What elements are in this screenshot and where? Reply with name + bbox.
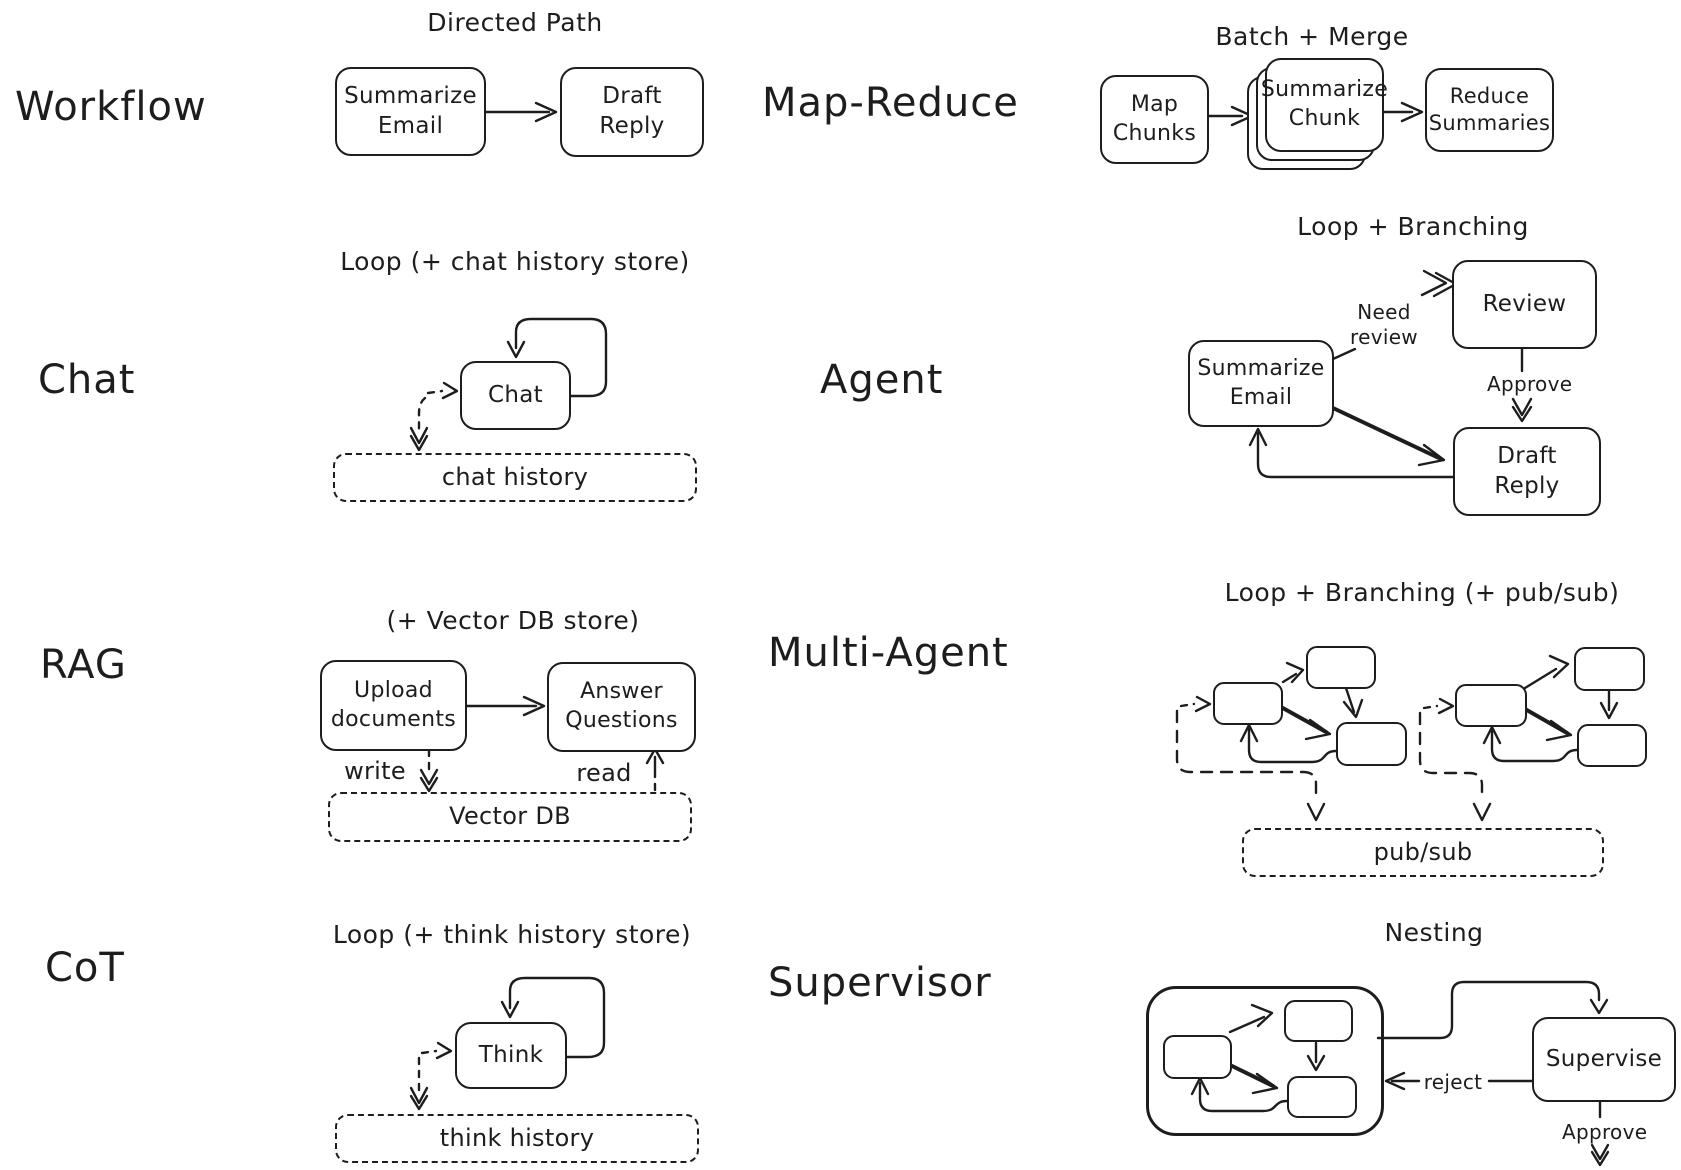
section-label-rag: RAG <box>40 642 127 688</box>
node-answer-questions: Answer Questions <box>547 662 696 752</box>
store-vector-db: Vector DB <box>328 792 692 842</box>
edge-label-write: write <box>344 757 406 785</box>
node-agent-review: Review <box>1452 260 1597 349</box>
store-chat-history: chat history <box>333 453 697 502</box>
node-summarize-chunk: Summarize Chunk <box>1261 58 1388 152</box>
section-label-chat: Chat <box>38 357 136 403</box>
node-agent-draft-reply: Draft Reply <box>1453 427 1601 516</box>
map-reduce-arrows <box>1206 101 1424 127</box>
section-title-rag: (+ Vector DB store) <box>386 606 640 635</box>
node-upload-documents: Upload documents <box>320 660 467 751</box>
supervisor-inner-node-top <box>1284 1000 1353 1042</box>
store-pub-sub: pub/sub <box>1242 828 1604 877</box>
cot-loop-arrow <box>500 976 606 1059</box>
supervisor-inner-node-left <box>1163 1035 1232 1079</box>
node-reduce-summaries: Reduce Summaries <box>1425 68 1554 152</box>
section-label-multi-agent: Multi-Agent <box>768 630 1009 676</box>
chat-store-arrow <box>409 381 459 452</box>
section-title-agent: Loop + Branching <box>1297 212 1529 241</box>
section-title-workflow: Directed Path <box>427 8 603 37</box>
section-title-supervisor: Nesting <box>1384 918 1484 947</box>
node-agent-summarize-email: Summarize Email <box>1188 340 1334 427</box>
rag-arrows <box>419 695 665 793</box>
multi-agent-a-node-bottom <box>1336 722 1407 766</box>
node-draft-reply: Draft Reply <box>560 67 704 157</box>
multi-agent-a-node-top <box>1306 646 1376 689</box>
edge-label-read: read <box>576 759 632 787</box>
section-label-map-reduce: Map-Reduce <box>762 80 1019 126</box>
multi-agent-b-node-top <box>1574 647 1645 691</box>
chat-loop-arrow <box>506 317 608 398</box>
section-title-map-reduce: Batch + Merge <box>1215 22 1409 51</box>
multi-agent-b-node-left <box>1455 684 1527 727</box>
section-title-cot: Loop (+ think history store) <box>332 920 692 949</box>
multi-agent-cluster-a-arrows <box>1175 661 1364 822</box>
store-think-history: think history <box>335 1114 699 1163</box>
section-label-workflow: Workflow <box>15 84 207 130</box>
cot-store-arrow <box>409 1041 453 1111</box>
section-label-supervisor: Supervisor <box>768 960 992 1006</box>
section-title-chat: Loop (+ chat history store) <box>340 247 690 276</box>
supervisor-inner-node-bottom <box>1287 1076 1357 1118</box>
node-chat: Chat <box>460 361 571 430</box>
section-title-multi-agent: Loop + Branching (+ pub/sub) <box>1224 578 1620 607</box>
multi-agent-cluster-b-arrows <box>1418 654 1619 822</box>
node-map-chunks: Map Chunks <box>1100 75 1209 164</box>
node-summarize-email: Summarize Email <box>335 67 486 156</box>
edge-label-reject: reject <box>1423 1070 1483 1094</box>
section-label-agent: Agent <box>820 357 944 403</box>
supervisor-nested-container <box>1146 986 1384 1136</box>
section-label-cot: CoT <box>45 945 125 991</box>
multi-agent-a-node-left <box>1213 682 1283 725</box>
node-think: Think <box>455 1022 567 1089</box>
multi-agent-b-node-bottom <box>1577 724 1647 767</box>
edge-label-approve: Approve <box>1487 372 1573 396</box>
agent-arrows <box>1248 269 1533 479</box>
edge-label-supervisor-approve: Approve <box>1562 1120 1648 1144</box>
node-supervise: Supervise <box>1532 1017 1676 1102</box>
workflow-arrow <box>483 101 558 123</box>
supervisor-inner-arrows <box>1190 1003 1326 1113</box>
edge-label-need-review: Need review <box>1350 300 1418 349</box>
